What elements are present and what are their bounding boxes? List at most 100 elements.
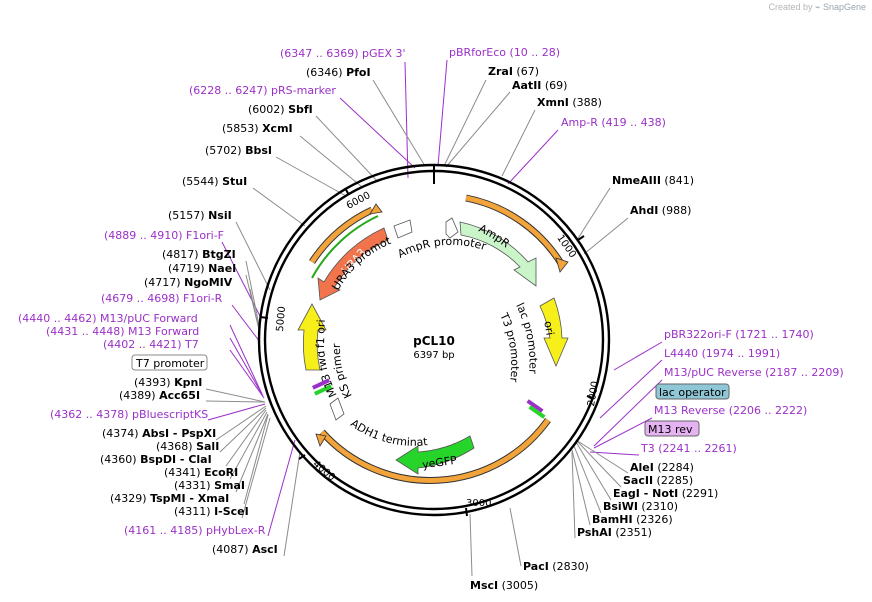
label-pgex3[interactable]: (6347 .. 6369) pGEX 3' xyxy=(280,47,406,60)
label-ahdi[interactable]: AhdI (988) xyxy=(630,204,691,217)
label-t7[interactable]: (4402 .. 4421) T7 xyxy=(103,338,199,351)
label-acc65i[interactable]: (4389) Acc65I xyxy=(119,389,200,402)
snapgene-logo-icon: ⌁ xyxy=(815,2,821,12)
connector-xcmi xyxy=(299,135,363,188)
label-m13puf[interactable]: (4440 .. 4462) M13/pUC Forward xyxy=(18,312,198,325)
enzyme-pos-smai: (4331) xyxy=(174,479,214,492)
enzyme-name-ahdi: AhdI xyxy=(630,204,658,217)
f1-ori-feature[interactable] xyxy=(297,303,327,371)
label-f1orir[interactable]: (4679 .. 4698) F1ori-R xyxy=(101,292,223,305)
orange-bands xyxy=(309,194,565,484)
t7-promoter-box[interactable]: T7 promoter xyxy=(131,354,208,371)
yegfp-label: yeGFP xyxy=(421,454,458,472)
connector-bspdi xyxy=(225,409,267,467)
label-l4440[interactable]: L4440 (1974 .. 1991) xyxy=(664,347,780,360)
m13-rev-box[interactable]: M13 rev xyxy=(644,420,700,437)
connector-m13r xyxy=(593,417,653,449)
enzyme-name-kpni: KpnI xyxy=(174,376,202,389)
connector-aatii xyxy=(445,91,511,168)
label-bspdi[interactable]: (4360) BspDI - ClaI xyxy=(100,453,212,466)
label-naei[interactable]: (4719) NaeI xyxy=(168,262,236,275)
label-m13pur[interactable]: M13/pUC Reverse (2187 .. 2209) xyxy=(664,366,844,379)
label-tspmi[interactable]: (4329) TspMI - XmaI xyxy=(110,492,229,505)
label-ampr_p[interactable]: Amp-R (419 .. 438) xyxy=(561,116,666,129)
label-zrai[interactable]: ZraI (67) xyxy=(488,65,539,78)
enzyme-pos-ecori: (4341) xyxy=(164,466,204,479)
label-btgzi[interactable]: (4817) BtgZI xyxy=(162,248,236,261)
lac-operator-box-label: lac operator xyxy=(659,386,726,399)
connector-tspmi xyxy=(243,414,269,505)
label-paci[interactable]: PacI (2830) xyxy=(523,560,589,573)
label-asci[interactable]: (4087) AscI xyxy=(212,543,278,556)
enzyme-name-ecori: EcoRI xyxy=(204,466,238,479)
label-pfoi[interactable]: (6346) PfoI xyxy=(306,66,371,79)
tick-label-2000: 2000 xyxy=(586,380,601,407)
label-stui[interactable]: (5544) StuI xyxy=(182,175,247,188)
label-nsii[interactable]: (5157) NsiI xyxy=(168,209,232,222)
ura3-feature[interactable] xyxy=(317,227,389,301)
enzyme-name-acc65i: Acc65I xyxy=(159,389,200,402)
label-phyblex[interactable]: (4161 .. 4185) pHybLex-R xyxy=(124,524,266,537)
connector-t3 xyxy=(589,451,640,456)
label-pbrforeco[interactable]: pBRforEco (10 .. 28) xyxy=(449,46,560,59)
label-absi[interactable]: (4374) AbsI - PspXI xyxy=(102,427,216,440)
label-msci[interactable]: MscI (3005) xyxy=(470,579,538,592)
label-f1orif[interactable]: (4889 .. 4910) F1ori-F xyxy=(104,229,224,242)
enzyme-pos-kpni: (4393) xyxy=(134,376,174,389)
enzyme-name-xcmi: XcmI xyxy=(262,122,293,135)
connector-pbrforeco xyxy=(437,59,448,167)
enzyme-pos-sali: (4368) xyxy=(156,440,196,453)
connector-smai xyxy=(235,413,269,493)
label-nmeaiii[interactable]: NmeAIII (841) xyxy=(612,174,694,187)
enzyme-pos-xcmi: (5853) xyxy=(222,122,262,135)
label-sacii[interactable]: SacII (2285) xyxy=(623,474,693,487)
connector-nsii xyxy=(235,221,271,291)
label-ngomiv[interactable]: (4717) NgoMIV xyxy=(144,276,233,289)
ampr-feature[interactable] xyxy=(459,221,537,287)
label-aatii[interactable]: AatII (69) xyxy=(512,79,567,92)
label-iscei[interactable]: (4311) I-SceI xyxy=(174,505,249,518)
label-sbfi[interactable]: (6002) SbfI xyxy=(248,103,313,116)
enzyme-name-absi: AbsI - PspXI xyxy=(142,427,216,440)
lac-operator-box[interactable]: lac operator xyxy=(655,383,730,400)
label-bbsi[interactable]: (5702) BbsI xyxy=(205,144,272,157)
label-pbr322[interactable]: pBR322ori-F (1721 .. 1740) xyxy=(664,328,814,341)
label-pblue[interactable]: (4362 .. 4378) pBluescriptKS xyxy=(50,408,208,421)
enzyme-pos-btgzi: (4817) xyxy=(162,248,202,261)
ori-feature[interactable] xyxy=(539,297,569,368)
enzyme-pos-asci: (4087) xyxy=(212,543,252,556)
label-sali[interactable]: (4368) SalI xyxy=(156,440,219,453)
ura3-green-band xyxy=(311,215,379,279)
label-m13f[interactable]: (4431 .. 4448) M13 Forward xyxy=(46,325,199,338)
label-ecori[interactable]: (4341) EcoRI xyxy=(164,466,238,479)
label-smai[interactable]: (4331) SmaI xyxy=(174,479,245,492)
connector-sacii xyxy=(575,439,622,488)
enzyme-pos-acc65i: (4389) xyxy=(119,389,159,402)
connector-bamhi xyxy=(571,449,591,526)
connector-asci xyxy=(283,451,301,557)
connector-pfoi xyxy=(372,79,426,167)
label-xmni[interactable]: XmnI (388) xyxy=(537,96,602,109)
enzyme-pos-tspmi: (4329) xyxy=(110,492,150,505)
enzyme-name-pshai: PshAI xyxy=(577,526,612,539)
label-bamhi[interactable]: BamHI (2326) xyxy=(592,513,673,526)
label-pshai[interactable]: PshAI (2351) xyxy=(577,526,652,539)
enzyme-pos-sbfi: (6002) xyxy=(248,103,288,116)
label-eagi[interactable]: EagI - NotI (2291) xyxy=(613,487,718,500)
label-kpni[interactable]: (4393) KpnI xyxy=(134,376,202,389)
yegfp-feature[interactable] xyxy=(395,435,475,475)
label-xcmi[interactable]: (5853) XcmI xyxy=(222,122,293,135)
connector-xmni xyxy=(501,109,536,177)
connector-nmeaiii xyxy=(576,187,611,241)
enzyme-name-bsiwi: BsiWI xyxy=(603,500,638,513)
enzyme-name-eagi: EagI - NotI xyxy=(613,487,678,500)
label-bsiwi[interactable]: BsiWI (2310) xyxy=(603,500,678,513)
connector-msci xyxy=(469,513,473,577)
label-alei[interactable]: AleI (2284) xyxy=(630,461,694,474)
enzyme-name-sali: SalI xyxy=(196,440,219,453)
label-t3[interactable]: T3 (2241 .. 2261) xyxy=(640,442,737,455)
label-pers[interactable]: (6228 .. 6247) pRS-marker xyxy=(189,84,336,97)
connector-phyblex xyxy=(267,439,296,537)
label-m13r[interactable]: M13 Reverse (2206 .. 2222) xyxy=(654,404,807,417)
